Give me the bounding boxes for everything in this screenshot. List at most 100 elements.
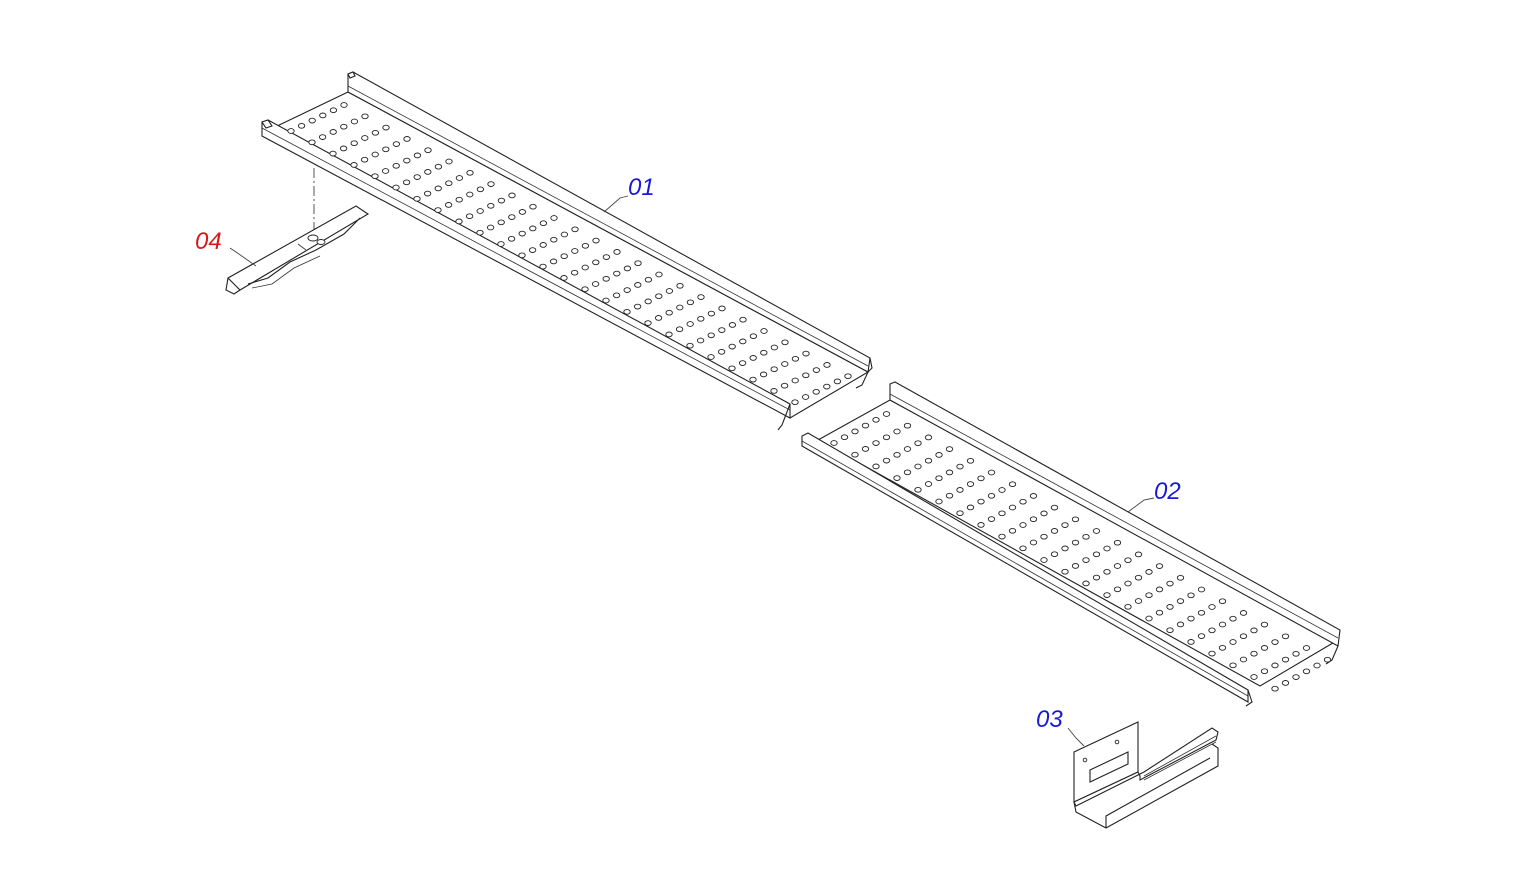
perforation-hole — [675, 326, 684, 333]
perforation-hole — [935, 452, 943, 458]
perforation-hole — [1239, 633, 1248, 640]
perforation-hole — [851, 451, 859, 458]
perforation-hole — [1040, 510, 1048, 517]
perforation-hole — [738, 360, 747, 366]
perforation-hole — [444, 202, 453, 208]
perforation-hole — [1019, 522, 1027, 528]
perforation-hole — [998, 533, 1006, 540]
perforation-hole — [1124, 580, 1132, 587]
perforation-hole — [487, 202, 495, 209]
perforation-hole — [1250, 650, 1258, 657]
perforation-hole — [1197, 633, 1206, 639]
perforation-hole — [977, 475, 985, 482]
perforation-hole — [1187, 639, 1195, 645]
perforation-hole — [914, 463, 922, 470]
perforation-hole — [770, 344, 779, 351]
perforation-hole — [717, 348, 726, 355]
perforation-hole — [1281, 680, 1290, 686]
perforation-hole — [445, 180, 453, 187]
perforation-hole — [665, 331, 673, 338]
perforation-hole — [455, 218, 463, 225]
perforation-hole — [728, 365, 736, 372]
part-01-cable-tray — [261, 71, 873, 431]
perforation-hole — [571, 226, 579, 233]
perforation-hole — [882, 457, 891, 464]
perforation-hole — [1061, 522, 1069, 528]
perforation-hole — [966, 457, 975, 464]
perforation-hole — [1082, 557, 1090, 563]
perforation-hole — [581, 242, 590, 249]
perforation-hole — [382, 124, 390, 131]
perforation-hole — [1250, 627, 1258, 634]
perforation-hole — [791, 377, 799, 384]
perforation-hole — [1155, 609, 1164, 616]
perforation-hole — [760, 328, 768, 334]
perforation-hole — [1271, 662, 1279, 669]
perforation-hole — [529, 203, 537, 210]
perforation-hole — [1092, 574, 1101, 581]
perforation-hole — [1082, 580, 1090, 587]
perforation-hole — [508, 214, 516, 220]
perforation-hole — [1239, 610, 1248, 616]
perforation-hole — [1218, 621, 1227, 628]
perforation-hole — [308, 117, 316, 124]
perforation-hole — [592, 259, 600, 266]
perforation-hole — [1208, 604, 1216, 610]
perforation-hole — [1260, 668, 1269, 675]
perforation-hole — [1260, 645, 1269, 651]
perforation-hole — [707, 332, 715, 339]
perforation-hole — [539, 263, 547, 270]
perforation-hole — [903, 469, 912, 476]
perforation-hole — [392, 162, 400, 169]
perforation-hole — [413, 195, 421, 202]
perforation-hole — [1145, 592, 1153, 599]
perforation-hole — [1029, 539, 1038, 546]
perforation-hole — [966, 504, 975, 511]
perforation-hole — [518, 230, 526, 237]
perforation-hole — [676, 304, 684, 311]
perforation-hole — [350, 118, 359, 125]
perforation-hole — [882, 434, 891, 441]
perforation-hole — [1050, 551, 1059, 558]
perforation-hole — [872, 440, 880, 446]
perforation-hole — [1092, 551, 1101, 558]
perforation-hole — [977, 498, 985, 505]
perforation-hole — [1071, 516, 1080, 523]
perforation-hole — [1292, 674, 1300, 680]
perforation-hole — [434, 185, 442, 192]
perforation-hole — [1029, 493, 1038, 499]
perforation-hole — [382, 146, 390, 153]
perforation-hole — [539, 220, 548, 227]
perforation-hole — [1187, 592, 1195, 599]
perforation-hole — [508, 192, 516, 199]
perforation-hole — [1134, 551, 1143, 558]
perforation-hole — [361, 135, 369, 141]
perforation-hole — [728, 322, 737, 328]
perforation-hole — [571, 248, 579, 254]
perforation-hole — [1292, 650, 1300, 657]
perforation-hole — [339, 145, 348, 152]
perforation-hole — [329, 150, 337, 157]
perforation-hole — [924, 481, 933, 487]
perforation-hole — [403, 136, 411, 142]
perforation-hole — [486, 224, 495, 231]
perforation-hole — [455, 196, 463, 203]
perforation-hole — [644, 320, 652, 326]
perforation-hole — [893, 428, 901, 435]
perforation-hole — [319, 112, 327, 119]
perforation-hole — [329, 107, 338, 114]
perforation-hole — [686, 299, 695, 306]
perforation-hole — [1134, 574, 1143, 581]
leader-lines — [229, 195, 1155, 747]
perforation-hole — [634, 260, 642, 267]
perforation-hole — [570, 269, 579, 276]
perforation-hole — [1008, 481, 1017, 488]
perforation-hole — [1166, 627, 1174, 634]
perforation-hole — [1124, 557, 1132, 564]
perforation-hole — [1050, 528, 1059, 534]
perforation-hole — [602, 297, 610, 304]
callout-01: 01 — [628, 174, 655, 201]
perforation-hole — [861, 422, 870, 429]
perforation-hole — [392, 184, 400, 191]
